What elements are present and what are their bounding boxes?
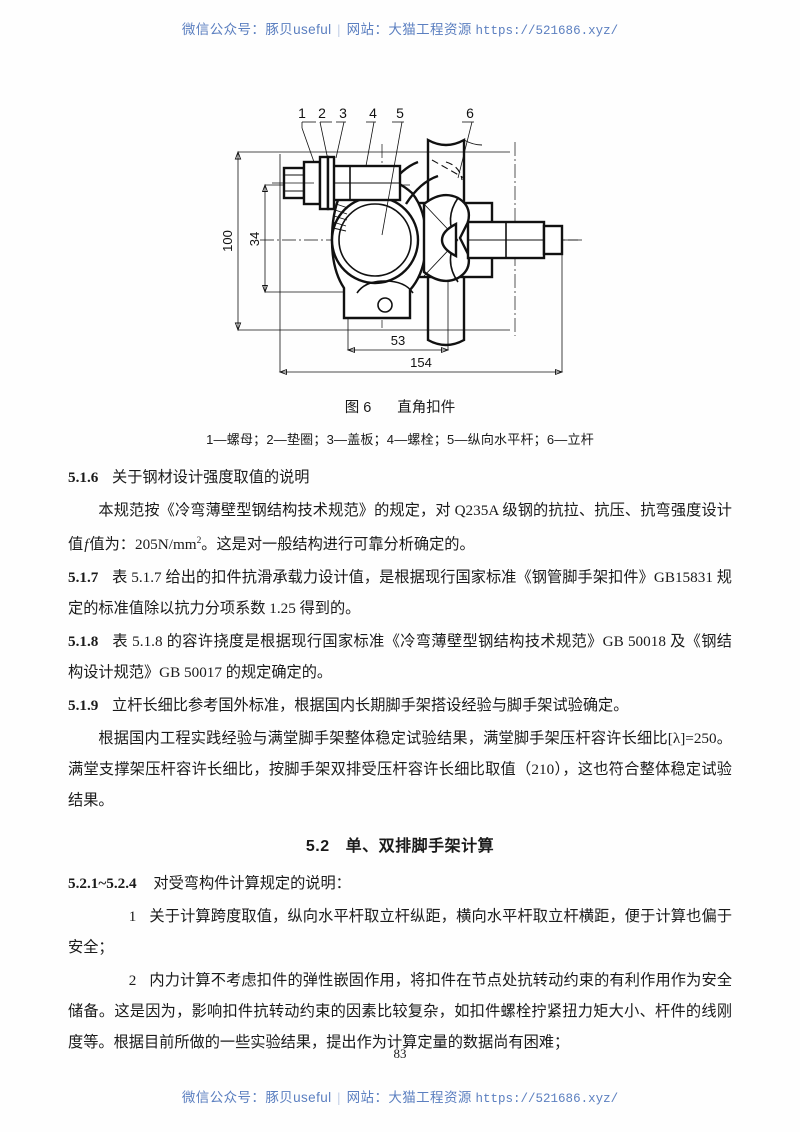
dimension-width-154: 154 [278, 154, 564, 376]
section-5-1-8-body: 表 5.1.8 的容许挠度是根据现行国家标准《冷弯薄壁型钢结构技术规范》GB 5… [68, 633, 732, 682]
watermark-site-value: 大猫工程资源 [388, 22, 472, 37]
section-5-2-1-heading: 5.2.1~5.2.4 对受弯构件计算规定的说明： [68, 868, 732, 899]
section-5-1-6-body-a: 本规范按《冷弯薄壁型钢结构技术规范》的规定，对 Q235A 级钢的抗拉、抗压、抗… [68, 502, 732, 554]
part-vertical-post [426, 137, 483, 347]
watermark-bottom-url: https://521686.xyz/ [475, 1092, 619, 1106]
dimension-label-34: 34 [247, 232, 262, 246]
figure-caption-number: 图 6 [344, 400, 372, 416]
watermark-url: https://521686.xyz/ [475, 24, 619, 38]
knurl-detail [332, 203, 349, 232]
list-item-2-text: 内力计算不考虑扣件的弹性嵌固作用，将扣件在节点处抗转动约束的有利作用作为安全储备… [68, 972, 732, 1052]
right-angle-coupler-drawing: 100 34 53 [220, 105, 582, 376]
section-5-1-6-body-c: 。这是对一般结构进行可靠分析确定的。 [201, 536, 475, 554]
watermark-bottom-separator: | [337, 1090, 341, 1105]
figure-caption: 图 6 直角扣件 [0, 396, 800, 417]
watermark-bottom-wechat-value: 豚贝useful [265, 1090, 332, 1105]
watermark-bottom-site-label: 网站： [346, 1090, 389, 1105]
section-5-1-6-number: 5.1.6 [68, 469, 99, 486]
hidden-edge-1 [431, 159, 465, 179]
watermark-bottom: 微信公众号：豚贝useful | 网站：大猫工程资源 https://521686.… [0, 1086, 800, 1106]
section-5-1-9-para2: 根据国内工程实践经验与满堂脚手架整体稳定试验结果，满堂脚手架压杆容许长细比[λ]… [68, 730, 732, 810]
section-5-2-heading: 5.2 单、双排脚手架计算 [68, 832, 732, 856]
dimension-label-154: 154 [410, 355, 432, 370]
section-5-1-6-heading: 5.1.6 关于钢材设计强度取值的说明 [68, 462, 732, 493]
section-5-1-6-body: 本规范按《冷弯薄壁型钢结构技术规范》的规定，对 Q235A 级钢的抗拉、抗压、抗… [68, 495, 732, 560]
watermark-top: 微信公众号：豚贝useful | 网站：大猫工程资源 https://521686.… [0, 18, 800, 38]
hidden-edge-2 [445, 161, 463, 181]
part-bolt-right-assembly [440, 220, 582, 260]
callout-2: 2 [318, 105, 326, 121]
dimension-label-53: 53 [391, 333, 405, 348]
superscript-square: 2 [196, 536, 202, 546]
page-number: 83 [393, 1046, 407, 1061]
section-5-1-9: 5.1.9 立杆长细比参考国外标准，根据国内长期脚手架搭设经验与脚手架试验确定。 [68, 690, 732, 721]
section-5-1-9-number: 5.1.9 [68, 697, 99, 715]
section-5-1-6-title: 关于钢材设计强度取值的说明 [112, 469, 310, 486]
watermark-separator: | [337, 22, 341, 37]
list-item-1-number: 1 [128, 908, 137, 926]
figure-block: 100 34 53 [0, 100, 800, 448]
callout-4: 4 [369, 105, 377, 121]
section-5-2-number: 5.2 [305, 838, 330, 856]
callout-5: 5 [396, 105, 404, 121]
list-item-1-text: 关于计算跨度取值，纵向水平杆取立杆纵距，横向水平杆取立杆横距，便于计算也偏于安全… [68, 908, 732, 957]
figure-legend: 1—螺母；2—垫圈；3—盖板；4—螺栓；5—纵向水平杆；6—立杆 [206, 432, 594, 447]
watermark-wechat-value: 豚贝useful [265, 22, 332, 37]
watermark-bottom-wechat-label: 微信公众号： [181, 1090, 266, 1105]
section-5-1-7-body: 表 5.1.7 给出的扣件抗滑承载力设计值，是根据现行国家标准《钢管脚手架扣件》… [68, 569, 732, 618]
callout-1: 1 [298, 105, 306, 121]
section-5-1-8-number: 5.1.8 [68, 633, 99, 651]
document-body: 5.1.6 关于钢材设计强度取值的说明 本规范按《冷弯薄壁型钢结构技术规范》的规定… [68, 462, 732, 1060]
watermark-bottom-site-value: 大猫工程资源 [388, 1090, 472, 1105]
watermark-site-label: 网站： [346, 22, 389, 37]
watermark-wechat-label: 微信公众号： [181, 22, 266, 37]
section-5-2-1-title: 对受弯构件计算规定的说明： [153, 875, 351, 893]
figure-caption-title: 直角扣件 [397, 400, 456, 416]
part-bolt-left-assembly [272, 155, 402, 211]
symbol-f: f [84, 536, 89, 554]
dimension-label-100: 100 [220, 230, 235, 252]
callout-group: 1 2 3 4 5 6 [298, 105, 474, 236]
list-item-2-number: 2 [128, 972, 137, 990]
callout-6: 6 [466, 105, 474, 121]
section-5-2-title: 单、双排脚手架计算 [345, 838, 495, 856]
section-5-2-1-number: 5.2.1~5.2.4 [68, 875, 137, 893]
callout-3: 3 [339, 105, 347, 121]
section-5-1-7-number: 5.1.7 [68, 569, 99, 587]
section-5-1-6-body-b: 值为：205N/mm [89, 536, 197, 554]
section-5-1-9-body: 立杆长细比参考国外标准，根据国内长期脚手架搭设经验与脚手架试验确定。 [112, 697, 629, 715]
